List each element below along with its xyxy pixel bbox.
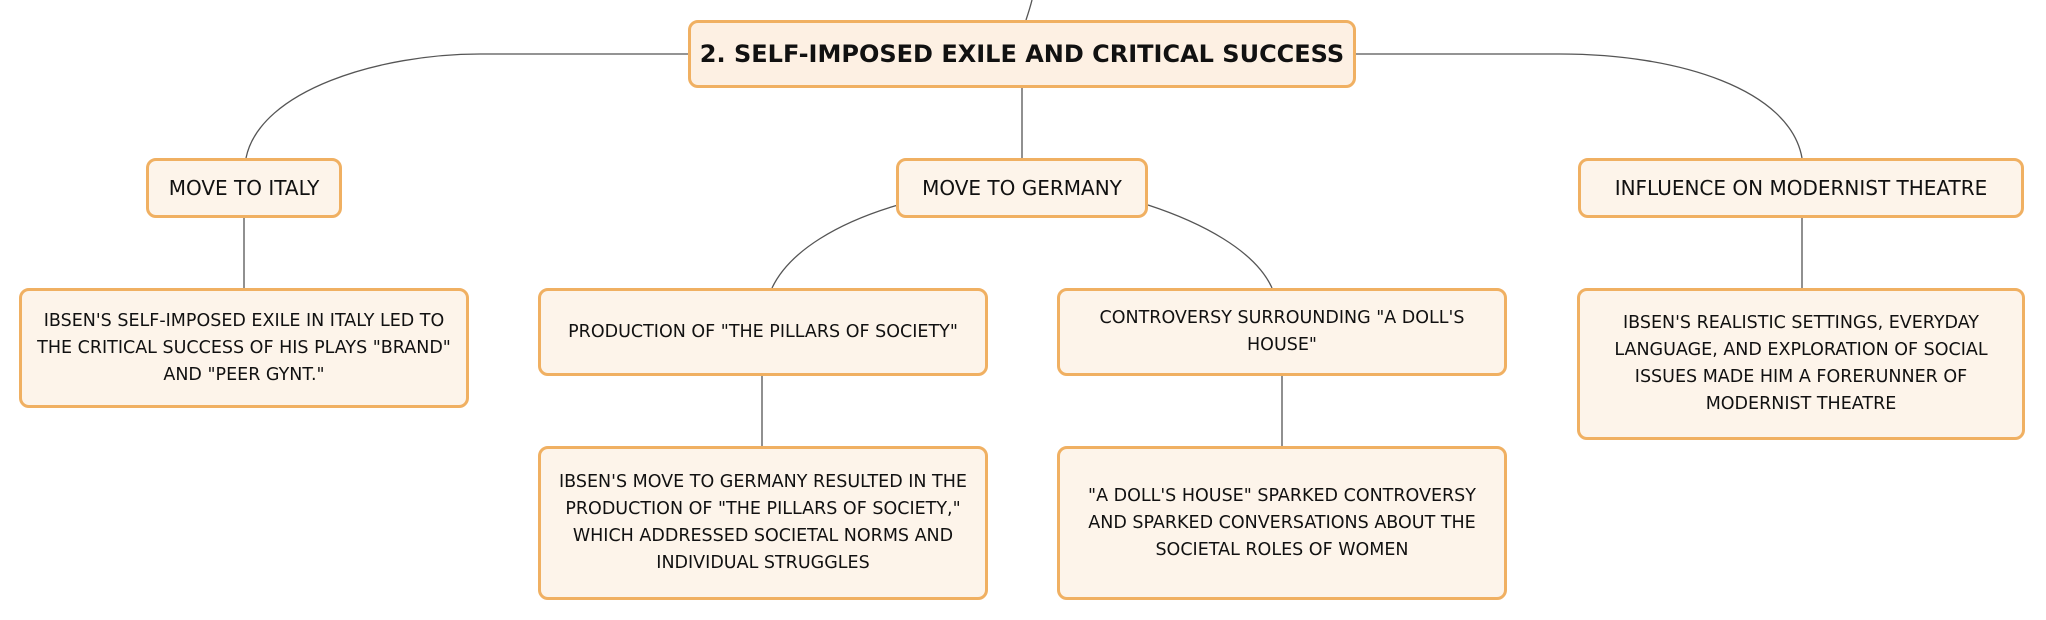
connector-germany-to-dollshouse xyxy=(1147,204,1273,289)
modernist-detail-node[interactable]: IBSEN'S REALISTIC SETTINGS, EVERYDAY LAN… xyxy=(1577,288,2025,440)
branch-move-to-germany[interactable]: MOVE TO GERMANY xyxy=(896,158,1148,218)
pillars-detail-node[interactable]: IBSEN'S MOVE TO GERMANY RESULTED IN THE … xyxy=(538,446,988,600)
connector-germany-to-pillars xyxy=(771,204,899,289)
connector-to-parent xyxy=(1025,0,1033,21)
branch-move-to-italy[interactable]: MOVE TO ITALY xyxy=(146,158,342,218)
connector-root-to-italy xyxy=(245,53,688,159)
branch-influence-on-modernist-theatre[interactable]: INFLUENCE ON MODERNIST THEATRE xyxy=(1578,158,2024,218)
connector-root-to-modernist xyxy=(1356,53,1803,159)
italy-detail-node[interactable]: IBSEN'S SELF-IMPOSED EXILE IN ITALY LED … xyxy=(19,288,469,408)
dolls-house-controversy-node[interactable]: CONTROVERSY SURROUNDING "A DOLL'S HOUSE" xyxy=(1057,288,1507,376)
dolls-house-detail-node[interactable]: "A DOLL'S HOUSE" SPARKED CONTROVERSY AND… xyxy=(1057,446,1507,600)
root-node-label: 2. SELF-IMPOSED EXILE AND CRITICAL SUCCE… xyxy=(699,40,1345,68)
dolls-house-controversy-label: CONTROVERSY SURROUNDING "A DOLL'S HOUSE" xyxy=(1099,308,1465,355)
branch-move-to-germany-label: MOVE TO GERMANY xyxy=(922,176,1122,200)
branch-influence-on-modernist-theatre-label: INFLUENCE ON MODERNIST THEATRE xyxy=(1614,176,1988,200)
branch-move-to-italy-label: MOVE TO ITALY xyxy=(168,176,320,200)
pillars-of-society-node[interactable]: PRODUCTION OF "THE PILLARS OF SOCIETY" xyxy=(538,288,988,376)
dolls-house-detail-text: "A DOLL'S HOUSE" SPARKED CONTROVERSY AND… xyxy=(1088,485,1476,560)
root-node[interactable]: 2. SELF-IMPOSED EXILE AND CRITICAL SUCCE… xyxy=(688,20,1356,88)
italy-detail-text: IBSEN'S SELF-IMPOSED EXILE IN ITALY LED … xyxy=(37,310,451,385)
pillars-detail-text: IBSEN'S MOVE TO GERMANY RESULTED IN THE … xyxy=(559,472,967,573)
modernist-detail-text: IBSEN'S REALISTIC SETTINGS, EVERYDAY LAN… xyxy=(1614,313,1988,414)
pillars-of-society-label: PRODUCTION OF "THE PILLARS OF SOCIETY" xyxy=(568,321,958,342)
